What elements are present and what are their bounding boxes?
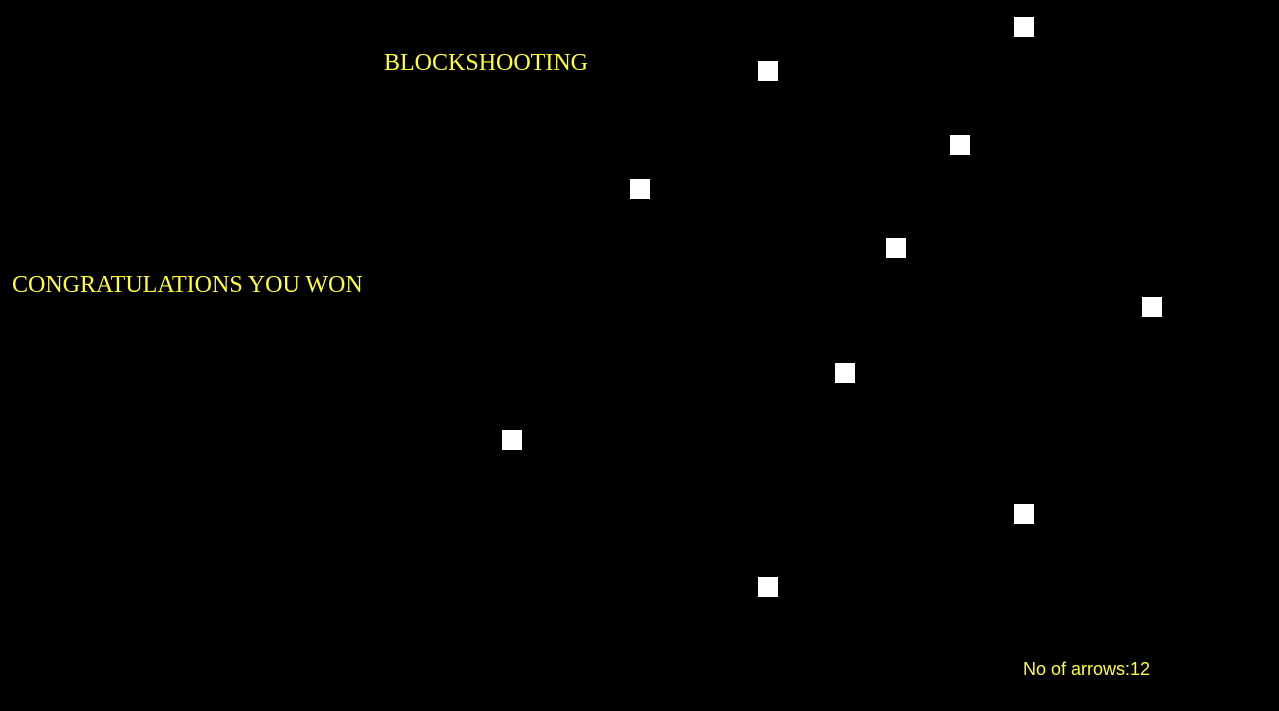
win-message: CONGRATULATIONS YOU WON [12, 272, 363, 298]
target-block [950, 135, 970, 155]
target-block [1142, 297, 1162, 317]
target-block [886, 238, 906, 258]
target-block [1014, 17, 1034, 37]
target-block [630, 179, 650, 199]
game-title: BLOCKSHOOTING [384, 50, 588, 76]
target-block [758, 61, 778, 81]
target-block [502, 430, 522, 450]
target-block [1014, 504, 1034, 524]
target-block [835, 363, 855, 383]
arrow-counter: No of arrows:12 [1023, 659, 1151, 679]
target-block [758, 577, 778, 597]
